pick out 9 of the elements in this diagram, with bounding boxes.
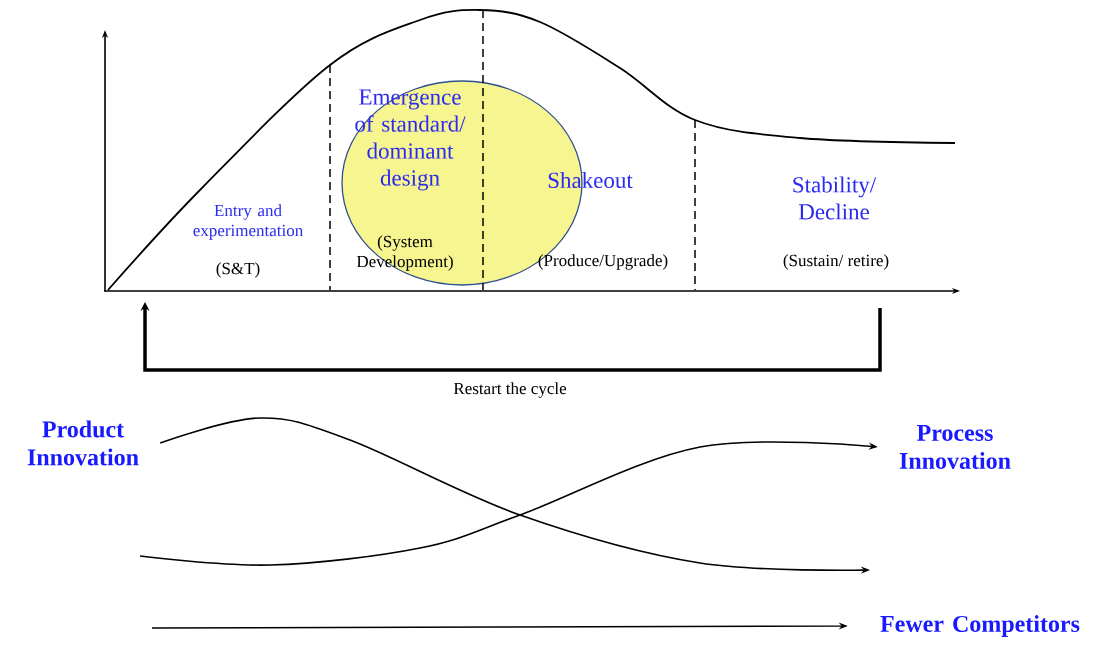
phase-note: (Produce/Upgrade) <box>538 254 668 270</box>
phase-label: Stability/ Decline <box>793 176 877 220</box>
innovation-label: Fewer Competitors <box>880 615 1080 637</box>
phase-note: (S&T) <box>216 262 260 278</box>
cycle-label: Restart the cycle <box>453 382 567 398</box>
phase-label: Entry and experimentation <box>193 204 303 240</box>
innovation-label: Process Innovation <box>899 425 1011 469</box>
innovation-label: Product Innovation <box>27 420 139 466</box>
phase-note: (Sustain/ retire) <box>783 254 889 270</box>
